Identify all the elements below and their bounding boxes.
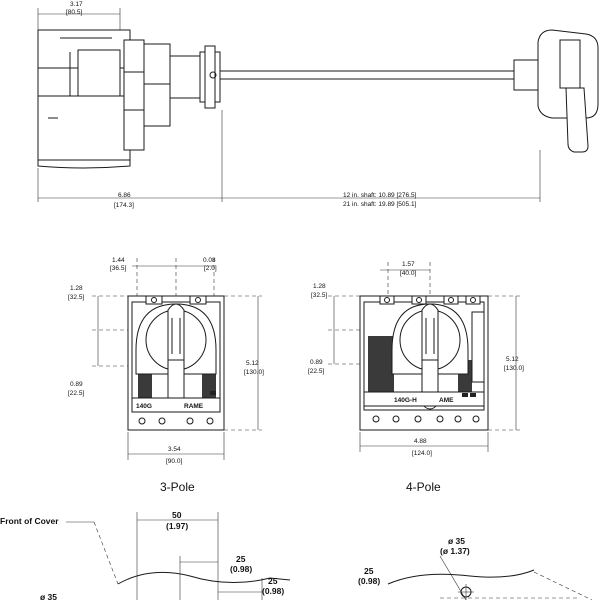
fp-left-upper-in: 1.28 [313,283,326,290]
tp-left-lower-in: 0.89 [70,381,83,388]
fp-width-mm: [124.0] [412,450,432,457]
side-shaft-21: 21 in. shaft: 19.89 [505.1] [343,201,417,208]
tp-top-left-mm: [36.5] [110,265,126,272]
cover-dim-25b: 25 [268,576,278,586]
tp-height-in: 5.12 [246,360,259,367]
cover-dim-25b-in: (0.98) [262,586,284,596]
side-top-dim-mm: [80.5] [66,9,82,16]
fp-left-lower-in: 0.89 [310,359,323,366]
tp-frame-label-tail: RAME [184,403,204,410]
fp-height-in: 5.12 [506,356,519,363]
tp-top-left-in: 1.44 [112,257,125,264]
cover-dim-25c: 25 [364,566,374,576]
tp-left-upper-mm: [32.5] [68,294,84,301]
cover-dim-phi35-left: ø 35 [40,592,57,600]
side-body-dim-mm: [174.3] [114,202,134,209]
side-shaft-12: 12 in. shaft: 10.89 [276.5] [343,192,417,199]
front-of-cover-label: Front of Cover [0,516,59,526]
fp-top-mm: [40.0] [400,270,416,277]
fp-height-mm: [130.0] [504,365,524,372]
four-pole-view: 1.57 [40.0] 1.28 [32.5] 0.89 [22.5] [308,261,524,494]
three-pole-view: 1.44 [36.5] 0.08 [2.0] 1.28 [32.5] 0.89 … [68,257,264,494]
side-body-dim-in: 6.86 [118,192,131,199]
handle-hub [513,59,539,91]
cover-dim-25a-in: (0.98) [230,564,252,574]
cover-dim-25c-in: (0.98) [358,576,380,586]
fp-top-in: 1.57 [402,261,415,268]
side-view: 3.17 [80.5] [37,1,599,209]
cover-outline-right [387,569,535,585]
tp-width-mm: [90.0] [166,458,182,465]
three-pole-caption: 3-Pole [160,480,195,494]
tp-left-lower-mm: [22.5] [68,390,84,397]
fp-frame-label: 140G-H [394,397,417,404]
side-top-dim-in: 3.17 [70,1,83,8]
tp-frame-label: 140G [136,403,152,410]
handle-lever [565,87,589,153]
four-pole-caption: 4-Pole [406,480,441,494]
cover-dim-25a: 25 [236,554,246,564]
tp-width-in: 3.54 [168,446,181,453]
tp-height-mm: [130.0] [244,369,264,376]
fp-width-in: 4.88 [414,438,427,445]
cover-dim-50: 50 [172,510,182,520]
fp-frame-label-tail: AME [439,397,454,404]
tp-left-upper-in: 1.28 [70,285,83,292]
cover-outline-left [117,571,291,585]
tp-top-right-in: 0.08 [203,257,216,264]
fp-left-lower-mm: [22.5] [308,368,324,375]
cover-cutout-view: Front of Cover 50 (1.97) 25 (0.98) 25 (0… [0,510,593,600]
cover-dim-phi35-in: (ø 1.37) [440,546,470,556]
fp-left-upper-mm: [32.5] [311,292,327,299]
tp-top-right-mm: [2.0] [204,265,217,272]
cover-dim-50-in: (1.97) [166,521,188,531]
cover-dim-phi35: ø 35 [448,536,465,546]
